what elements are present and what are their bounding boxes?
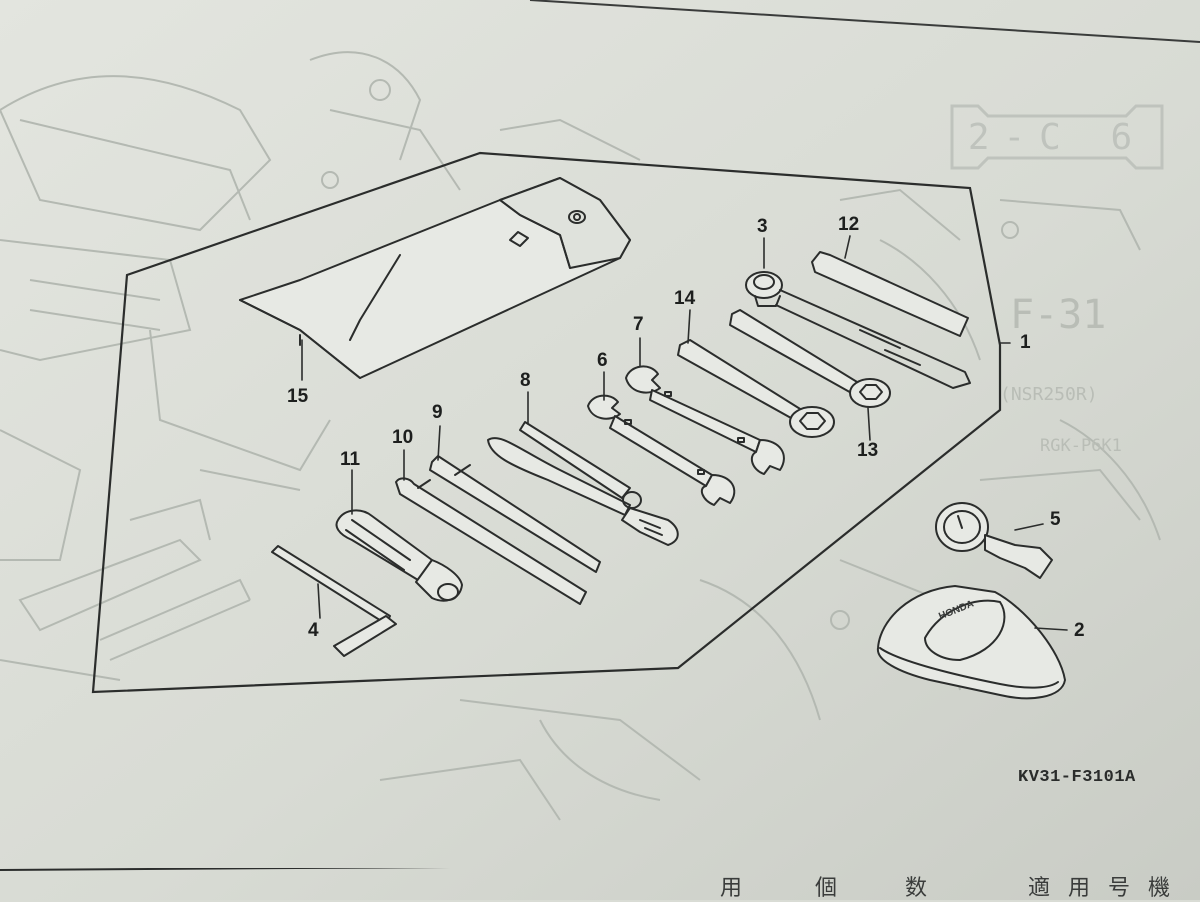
footer-col-a: 用 xyxy=(720,876,761,901)
callout-6: 6 xyxy=(597,350,608,371)
callout-7: 7 xyxy=(633,314,644,335)
callout-4: 4 xyxy=(308,620,319,641)
callout-11: 11 xyxy=(340,449,361,470)
screwdriver-shaft-b-drawing xyxy=(395,477,587,605)
ghost-model-note: (NSR250R) xyxy=(1000,384,1098,405)
callout-3: 3 xyxy=(757,216,768,237)
box-wrench-drawing xyxy=(745,271,971,389)
ghost-model-code: F-31 xyxy=(1010,292,1107,338)
combination-wrench-drawing xyxy=(677,339,835,438)
footer-col-c: 数 xyxy=(905,876,946,901)
figure-code: KV31-F3101A xyxy=(1018,768,1136,787)
callout-9: 9 xyxy=(432,402,443,423)
flat-strip-drawing xyxy=(811,251,969,337)
background-ghost-drawing xyxy=(0,51,1161,821)
open-wrench-large-drawing xyxy=(625,365,785,475)
callout-2: 2 xyxy=(1074,620,1085,641)
open-wrench-small-drawing xyxy=(587,394,736,506)
leader-lines xyxy=(301,235,1068,631)
pliers-drawing xyxy=(487,421,679,546)
footer-table-header: 用 個 数 適用号機 xyxy=(0,868,1200,901)
callout-10: 10 xyxy=(392,427,414,448)
callout-8: 8 xyxy=(520,370,531,391)
gauge-case-drawing xyxy=(876,585,1066,700)
callout-14: 14 xyxy=(674,288,696,309)
callout-12: 12 xyxy=(838,214,860,235)
ghost-frame-note: RGK-P6K1 xyxy=(1040,436,1122,456)
tool-kit-boundary xyxy=(91,151,1002,694)
callout-5: 5 xyxy=(1050,509,1061,530)
tool-bag-drawing xyxy=(239,177,631,379)
callout-13: 13 xyxy=(857,440,879,461)
hex-key-drawing xyxy=(271,545,397,657)
footer-col-b: 個 xyxy=(815,876,856,901)
ring-spanner-drawing xyxy=(729,309,891,408)
reference-badge: 2-C 6 xyxy=(948,100,1166,174)
callout-15: 15 xyxy=(287,386,309,407)
screwdriver-shaft-a-drawing xyxy=(429,455,601,573)
pressure-gauge-drawing xyxy=(935,502,1053,579)
reference-badge-text: 2-C 6 xyxy=(967,116,1147,158)
callout-1: 1 xyxy=(1020,332,1031,353)
footer-col-d: 適用号機 xyxy=(1028,876,1189,901)
screwdriver-handle-drawing xyxy=(335,509,463,602)
